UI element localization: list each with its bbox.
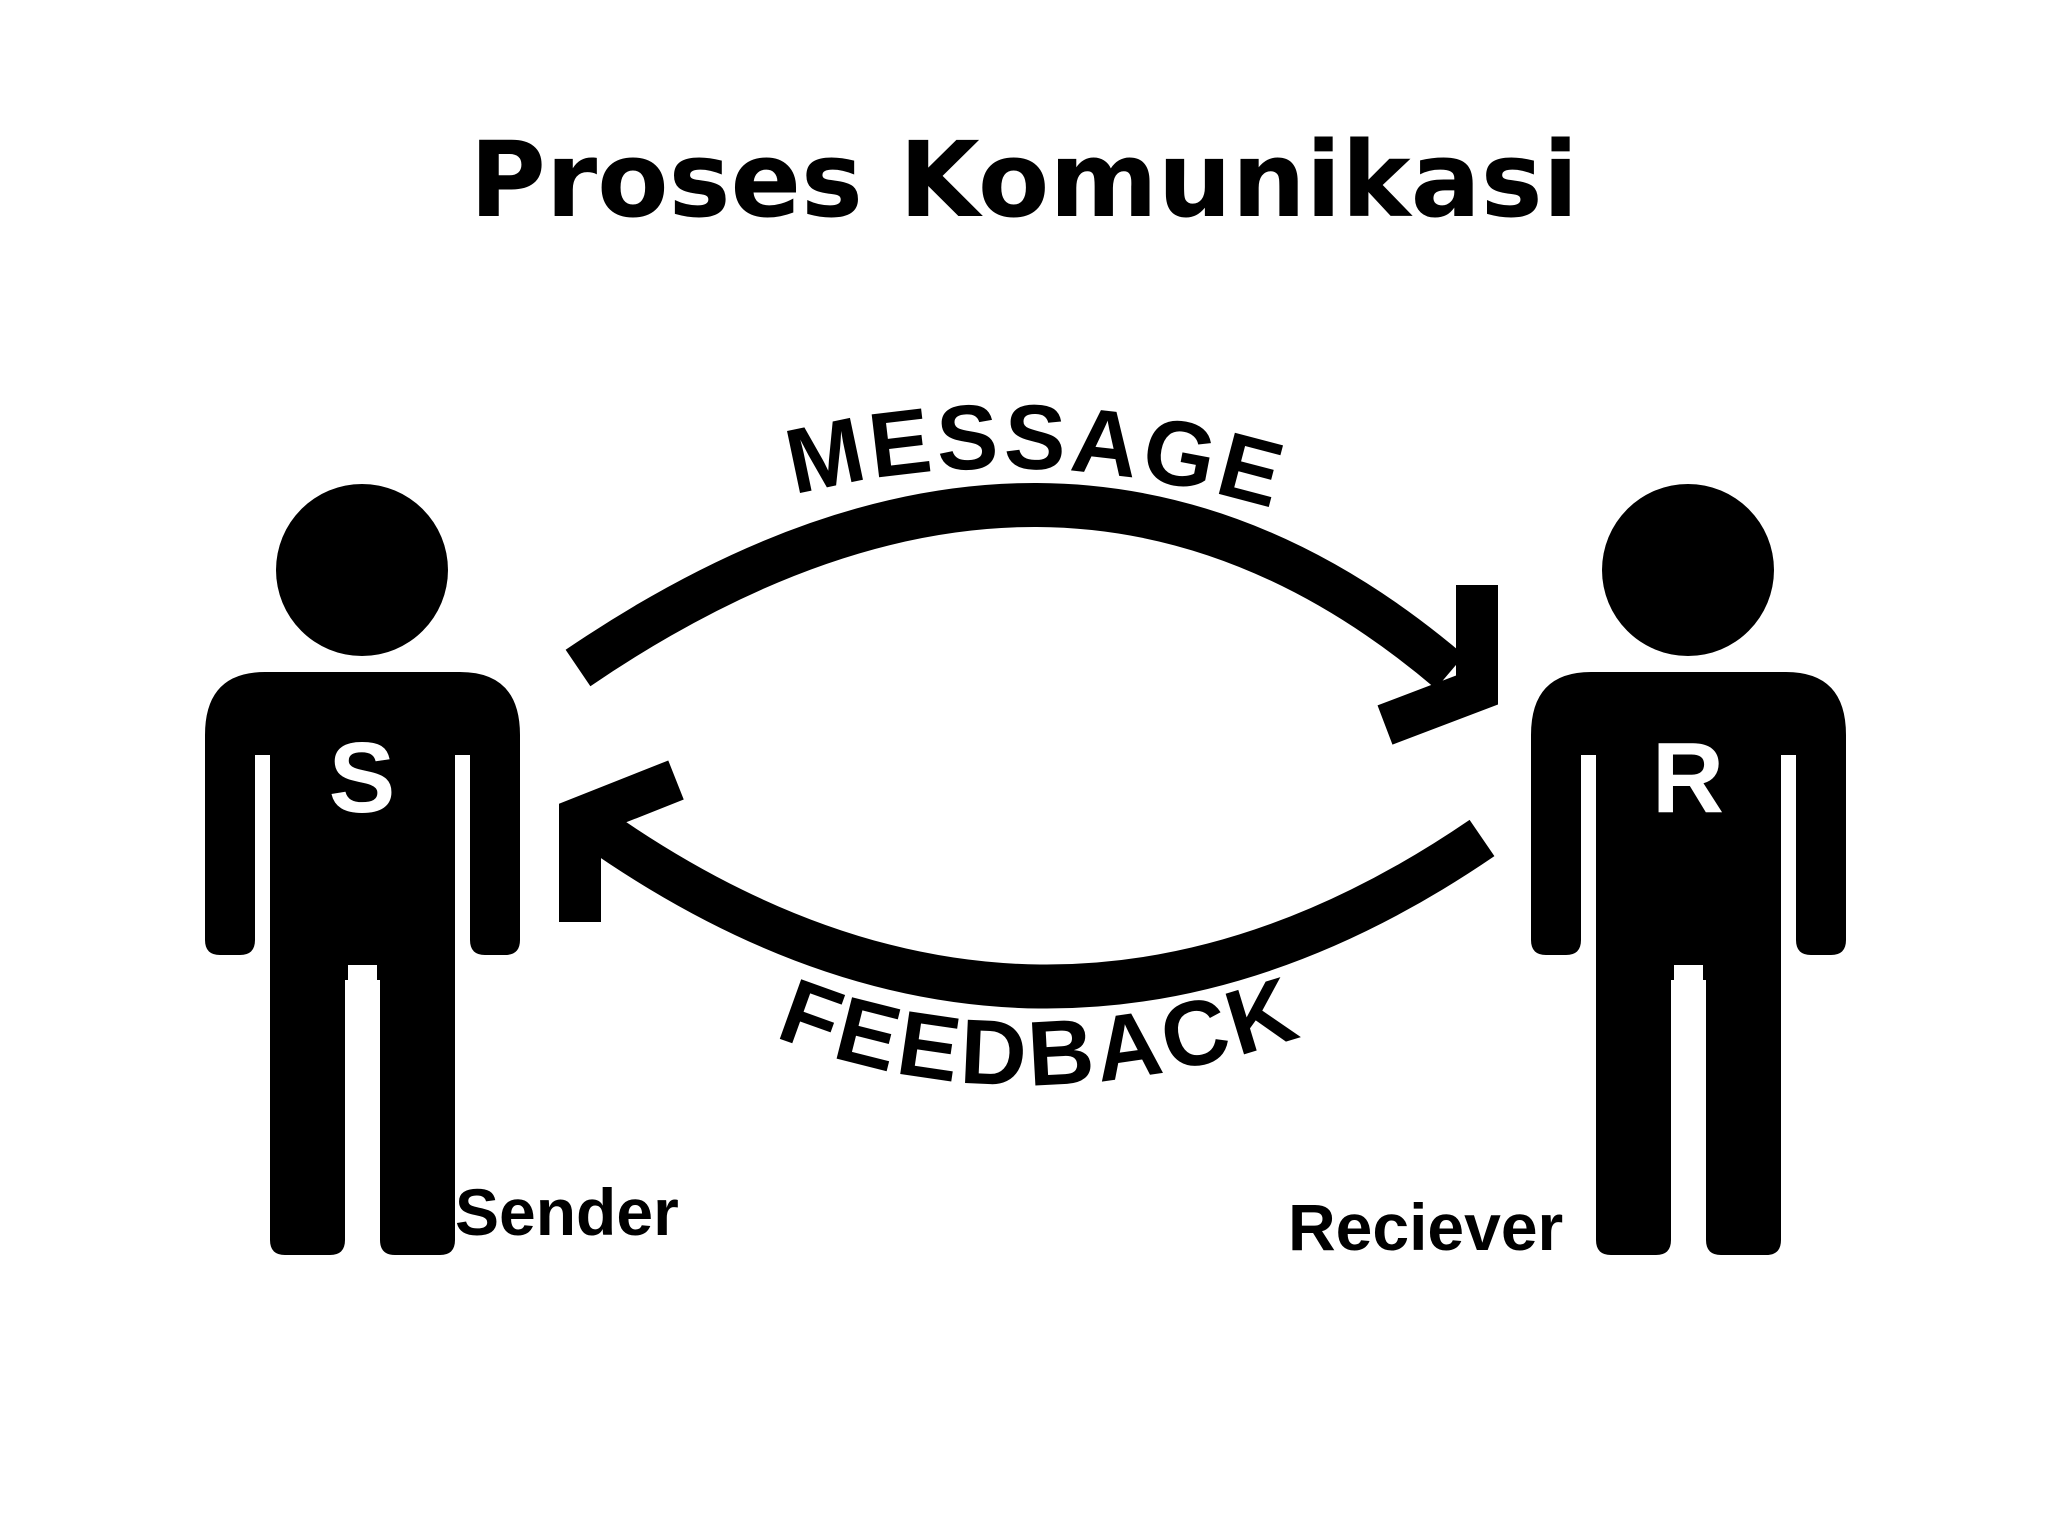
sender-head xyxy=(276,484,448,656)
receiver-label: Reciever xyxy=(1288,1190,1563,1264)
receiver-letter: R xyxy=(1652,722,1724,834)
slide-title: Proses Komunikasi xyxy=(469,119,1579,241)
receiver-figure: R xyxy=(1531,484,1846,1265)
feedback-arc xyxy=(583,809,1495,1009)
message-arc xyxy=(565,483,1465,689)
sender-figure: S xyxy=(205,484,520,1265)
receiver-body xyxy=(1531,672,1846,1255)
message-arrowhead xyxy=(1377,585,1498,745)
sender-letter: S xyxy=(329,722,396,834)
feedback-arrow xyxy=(559,760,1495,1009)
message-arrow xyxy=(565,483,1498,745)
feedback-arrowhead xyxy=(559,760,684,922)
receiver-leg-gap xyxy=(1674,965,1703,1265)
sender-label: Sender xyxy=(455,1175,679,1249)
sender-leg-gap xyxy=(348,965,377,1265)
sender-body xyxy=(205,672,520,1255)
receiver-head xyxy=(1602,484,1774,656)
